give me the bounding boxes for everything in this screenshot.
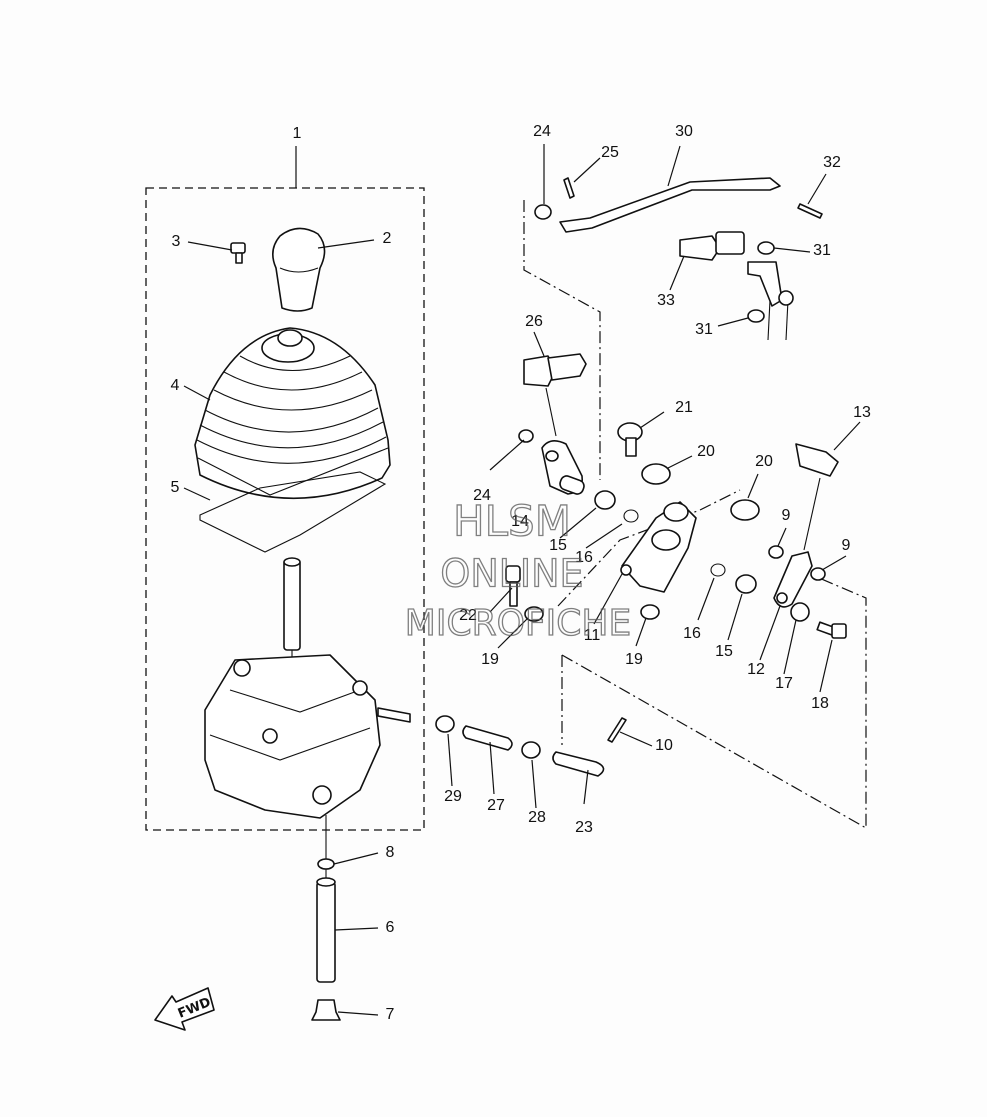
callout-2: 2: [383, 230, 392, 247]
callout-24-top: 24: [533, 123, 551, 140]
callout-20-left: 20: [697, 443, 715, 460]
callout-16-left: 16: [575, 549, 593, 566]
bolt-22: [505, 565, 521, 607]
shift-knob: [272, 227, 326, 312]
cable-joint-13: [795, 443, 839, 551]
link-rod-30: [559, 177, 781, 233]
collar-20-right: [730, 499, 760, 521]
callout-10: 10: [655, 737, 673, 754]
watermark: HLSM ONLINE MICROFICHE: [404, 496, 632, 645]
ball-joint-26: [523, 353, 587, 437]
callout-9-right: 9: [842, 537, 851, 554]
callout-29: 29: [444, 788, 462, 805]
washer-24-top: [534, 204, 552, 220]
collar-20-left: [641, 463, 671, 485]
lever-arm-12: [773, 551, 813, 608]
callout-19-left: 19: [481, 651, 499, 668]
callout-12: 12: [747, 661, 765, 678]
guide-line-left: [523, 200, 601, 480]
washer-9-right: [810, 567, 826, 581]
bolt-21: [617, 422, 643, 457]
screw-3: [230, 242, 246, 264]
bolt-18: [816, 621, 847, 639]
guide-line-lower: [561, 574, 867, 830]
watermark-line-3: MICROFICHE: [405, 603, 631, 644]
callout-15-left: 15: [549, 537, 567, 554]
nut-19-left: [524, 606, 544, 622]
callout-18: 18: [811, 695, 829, 712]
cable-joint-33: [679, 231, 745, 261]
callout-4: 4: [171, 377, 180, 394]
gasket-plate: [199, 471, 387, 553]
cotter-pin-10: [607, 717, 627, 743]
watermark-line-1: HLSM: [453, 497, 571, 546]
watermark-line-2: ONLINE: [440, 552, 583, 596]
callout-24-mid: 24: [473, 487, 491, 504]
washer-31-top: [757, 241, 775, 255]
o-ring-8: [317, 858, 335, 870]
callout-31-top: 31: [813, 242, 831, 259]
callout-33: 33: [657, 292, 675, 309]
pin-6: [316, 877, 336, 983]
rubber-boot: [194, 327, 391, 500]
callout-9-left: 9: [782, 507, 791, 524]
shift-housing: [204, 654, 411, 819]
collar-17: [790, 602, 810, 622]
cotter-pin-25: [563, 177, 575, 199]
callout-26: 26: [525, 313, 543, 330]
callout-20-right: 20: [755, 453, 773, 470]
callout-19-right: 19: [625, 651, 643, 668]
callout-31-lower: 31: [695, 321, 713, 338]
callout-23: 23: [575, 819, 593, 836]
callout-numbers: 1 2 3 4 5 6 7 8 9 9 10 11 12 13 14 15 15…: [171, 123, 871, 1023]
assembly-1-boundary: [145, 187, 425, 831]
fwd-direction-arrow: FWD: [154, 987, 215, 1031]
bell-crank-11: [620, 501, 697, 593]
cap-7: [311, 999, 341, 1021]
callout-3: 3: [172, 233, 181, 250]
callout-1: 1: [293, 125, 302, 142]
washer-31-lower: [747, 309, 765, 323]
washer-9-left: [768, 545, 784, 559]
collar-15-left: [594, 490, 616, 510]
callout-13: 13: [853, 404, 871, 421]
callout-7: 7: [386, 1006, 395, 1023]
callout-32: 32: [823, 154, 841, 171]
callout-21: 21: [675, 399, 693, 416]
callout-28: 28: [528, 809, 546, 826]
callout-8: 8: [386, 844, 395, 861]
cotter-pin-32: [797, 203, 823, 219]
shift-lever-14: [541, 440, 585, 495]
callout-30: 30: [675, 123, 693, 140]
callout-14: 14: [511, 513, 529, 530]
bracket-arm: [747, 261, 794, 341]
clip-16-right: [710, 563, 726, 577]
leader-lines: [183, 144, 861, 1016]
callout-11: 11: [584, 627, 601, 644]
callout-27: 27: [487, 797, 505, 814]
callout-15-right: 15: [715, 643, 733, 660]
sleeve-27: [462, 725, 513, 751]
lever-shaft: [283, 557, 301, 688]
callout-5: 5: [171, 479, 180, 496]
collar-15-right: [735, 574, 757, 594]
washer-24-mid: [518, 429, 534, 443]
clip-16-left: [623, 509, 639, 523]
callout-25: 25: [601, 144, 619, 161]
nut-19-right: [640, 604, 660, 620]
callout-22: 22: [459, 607, 477, 624]
nut-29: [435, 715, 455, 733]
callout-17: 17: [775, 675, 793, 692]
callout-6: 6: [386, 919, 395, 936]
rod-end-23: [552, 751, 605, 777]
callout-16-right: 16: [683, 625, 701, 642]
nut-28: [521, 741, 541, 759]
